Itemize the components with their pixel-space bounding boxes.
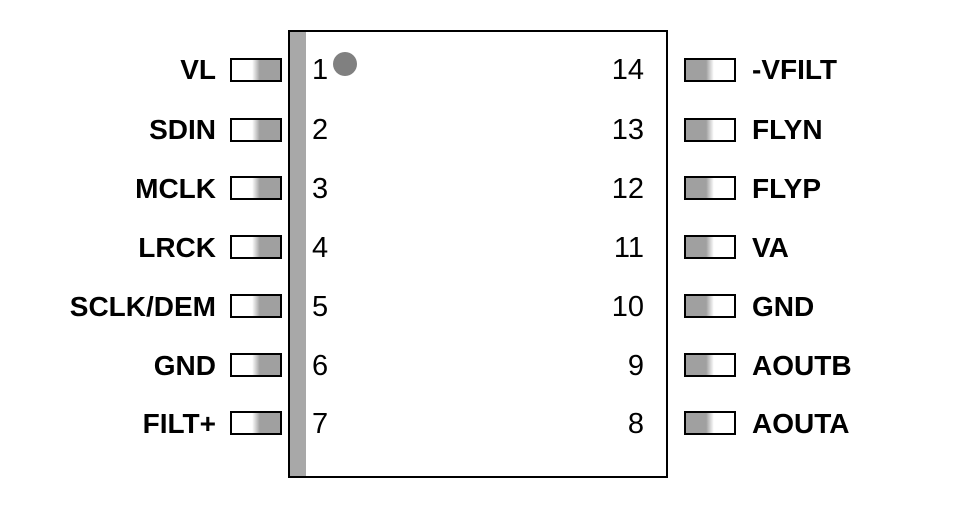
pin-stub-left-4 [230,235,282,259]
pin-stub-left-5 [230,294,282,318]
pin-number-10: 10 [611,291,644,323]
pin-stub-left-2 [230,118,282,142]
pin-label-filt-plus: FILT+ [142,408,216,439]
pin-stub-right-10 [684,294,736,318]
pin-number-4: 4 [312,232,329,264]
pin-1-marker-dot [333,52,357,76]
pin-number-7: 7 [312,408,329,440]
chip-body-outline [288,30,668,478]
pin-number-6: 6 [312,350,329,382]
pin-stub-right-8 [684,411,736,435]
pin-label-gnd-right: GND [752,291,815,322]
pin-label-mclk: MCLK [135,173,216,204]
pin-number-3: 3 [312,173,329,205]
pin-label-flyp: FLYP [752,173,821,204]
pin-label-gnd-left: GND [153,350,216,381]
pin-label-aoutb: AOUTB [752,350,852,381]
pin-stub-right-13 [684,118,736,142]
pin-label-lrck: LRCK [138,232,216,263]
pin-label-vl: VL [180,54,216,85]
pin-label-sclk-dem: SCLK/DEM [69,291,216,322]
pin-label-va: VA [752,232,789,263]
pin-number-1: 1 [312,54,329,86]
chip-left-bevel [290,32,306,476]
pin-stub-left-1 [230,58,282,82]
pin-number-8: 8 [627,408,644,440]
pin-stub-left-3 [230,176,282,200]
pin-label-aouta: AOUTA [752,408,850,439]
pin-stub-right-14 [684,58,736,82]
pin-number-12: 12 [611,173,644,205]
pin-number-13: 13 [611,114,644,146]
pin-number-2: 2 [312,114,329,146]
pin-stub-left-7 [230,411,282,435]
pin-number-14: 14 [611,54,644,86]
pin-label-sdin: SDIN [149,114,216,145]
pin-stub-right-9 [684,353,736,377]
pin-number-11: 11 [613,232,644,264]
pin-number-5: 5 [312,291,329,323]
pin-stub-right-12 [684,176,736,200]
pin-stub-left-6 [230,353,282,377]
pin-label-vfilt-neg: -VFILT [752,54,838,85]
pin-label-flyn: FLYN [752,114,823,145]
pin-number-9: 9 [627,350,644,382]
pin-stub-right-11 [684,235,736,259]
